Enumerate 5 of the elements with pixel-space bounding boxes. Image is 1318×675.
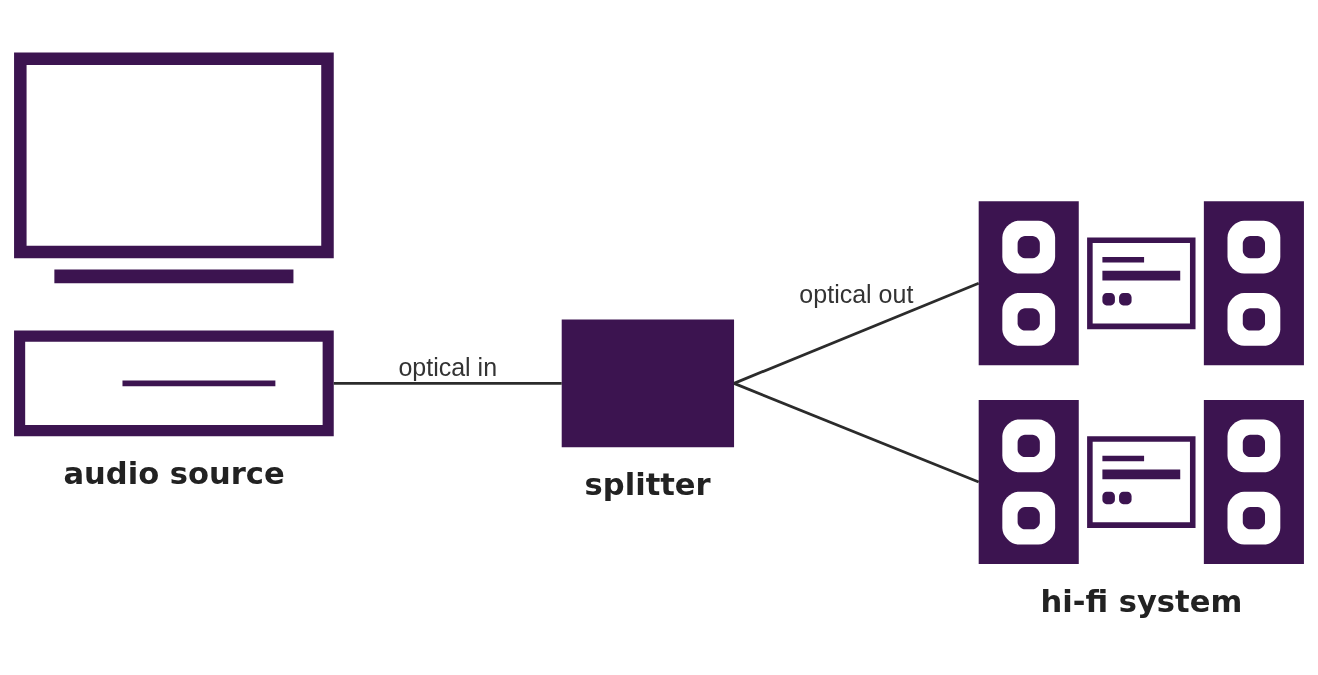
edge-label: optical in	[398, 352, 498, 381]
node-label: audio source	[63, 456, 285, 492]
edge-label: optical out	[799, 280, 914, 309]
node-label: splitter	[584, 467, 711, 503]
node-label: hi-fi system	[1040, 584, 1243, 620]
